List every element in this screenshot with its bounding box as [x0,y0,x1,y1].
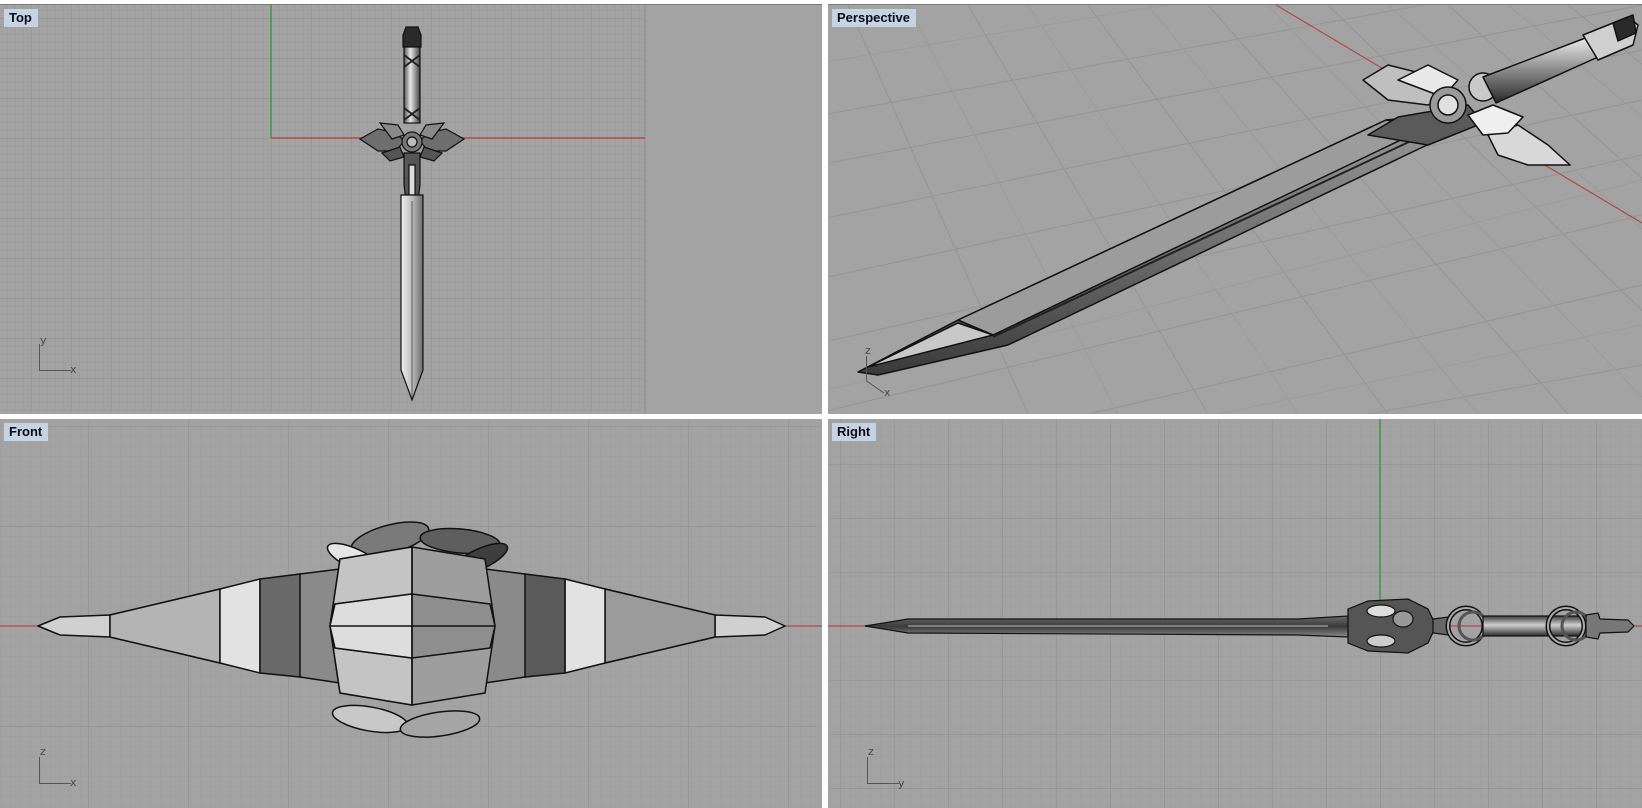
sword-right-view[interactable] [864,598,1635,654]
right-viewport-canvas[interactable] [828,419,1642,808]
viewport-label-right[interactable]: Right [832,423,877,441]
viewport-front[interactable]: Front [0,419,822,808]
axis-label-z: z [868,745,874,758]
viewport-label-top[interactable]: Top [4,9,38,27]
axis-label-z: z [40,745,46,758]
grid-major [0,5,645,414]
sword-front-view[interactable] [37,515,786,741]
sword-perspective-view[interactable] [857,14,1639,376]
grid-major [828,419,1642,808]
viewport-label-front[interactable]: Front [4,423,49,441]
axis-indicator-perspective: z x [856,344,906,400]
axis-indicator-right: z y [864,745,908,790]
top-viewport-canvas[interactable] [0,5,822,414]
perspective-viewport-canvas[interactable] [828,5,1642,414]
axis-label-x: x [70,363,77,376]
axis-label-y: y [40,334,47,347]
sword-top-view[interactable] [358,26,466,402]
axis-indicator-top: y x [36,334,80,376]
viewport-right[interactable]: Right [828,419,1642,808]
axis-label-y: y [898,777,905,790]
axis-label-x: x [70,776,77,789]
axis-label-z: z [865,344,871,357]
viewport-top[interactable]: Top [0,4,822,414]
front-viewport-canvas[interactable] [0,419,822,808]
viewport-label-perspective[interactable]: Perspective [832,9,916,27]
axis-indicator-front: z x [36,745,80,789]
viewport-perspective[interactable]: Perspective [828,4,1642,414]
axis-label-x: x [884,386,891,399]
